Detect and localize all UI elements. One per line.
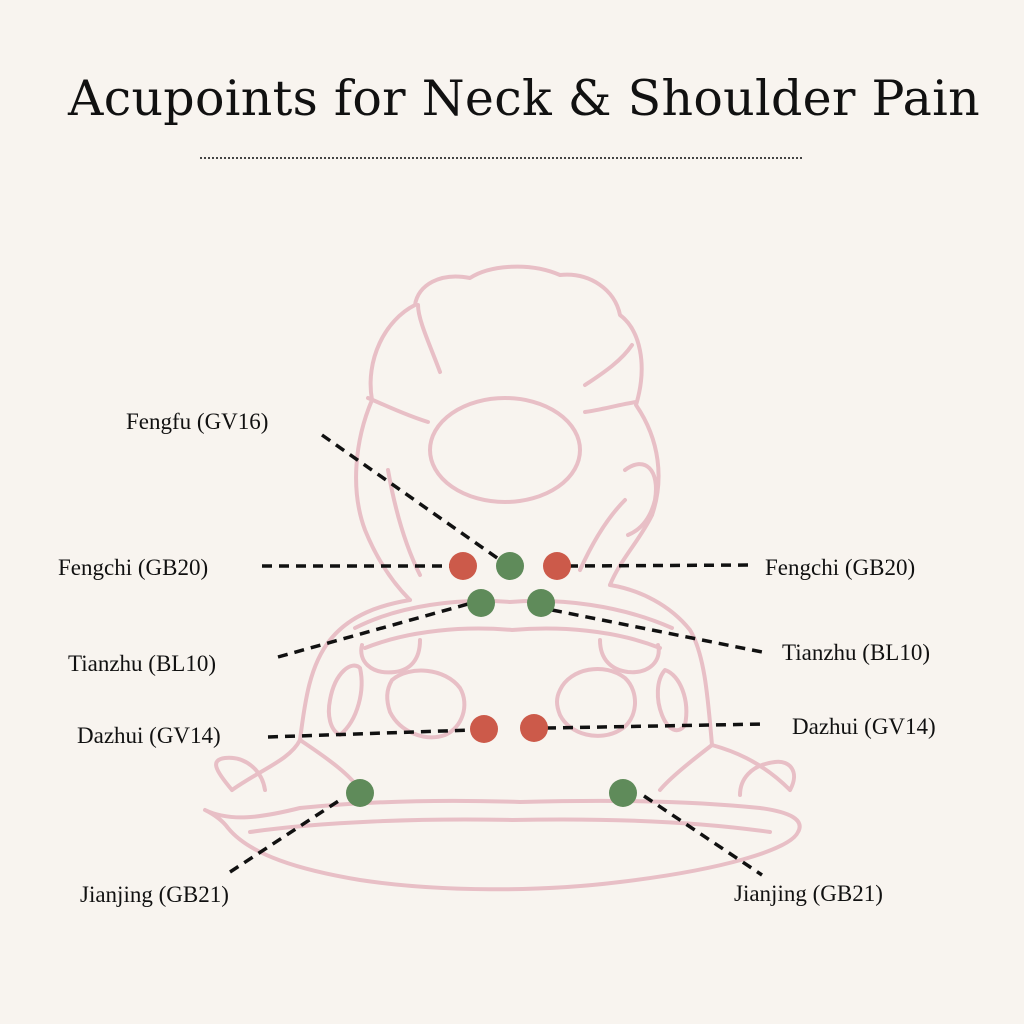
label-tianzhu-left: Tianzhu (BL10) (68, 651, 217, 676)
label-fengchi-right: Fengchi (GB20) (765, 555, 916, 580)
hair-strand (366, 396, 430, 424)
arm-left (214, 755, 267, 792)
point-fengfu[interactable] (496, 552, 524, 580)
label-jianjing-right: Jianjing (GB21) (734, 881, 883, 906)
leader-jianjing-right (643, 794, 763, 877)
trapezius-right (598, 638, 661, 675)
torso-inner (248, 817, 772, 834)
leader-fengfu (320, 433, 502, 562)
point-dazhui-right[interactable] (520, 714, 548, 742)
label-fengchi-left: Fengchi (GB20) (58, 555, 209, 580)
title-divider (200, 157, 802, 159)
shoulder-line-left (230, 598, 412, 792)
deltoid-right (655, 668, 689, 733)
trapezius-left (359, 638, 422, 675)
back-line-right (658, 743, 714, 792)
acupoint-markers (346, 552, 637, 807)
scapula-right (555, 666, 638, 738)
hair-strand (416, 303, 442, 374)
hair-strand (583, 343, 634, 387)
leader-dazhui-right (545, 722, 766, 730)
leader-lines (229, 433, 766, 877)
arm-right (738, 759, 796, 797)
torso-base (203, 798, 802, 892)
point-fengchi-left[interactable] (449, 552, 477, 580)
occipital-oval (428, 396, 582, 504)
collar-band-inner (363, 626, 662, 650)
leader-fengchi-right (567, 563, 753, 568)
scapula-left (385, 668, 467, 740)
label-fengfu: Fengfu (GV16) (126, 409, 269, 434)
point-tianzhu-right[interactable] (527, 589, 555, 617)
deltoid-left (326, 663, 364, 737)
label-dazhui-right: Dazhui (GV14) (792, 714, 936, 739)
point-jianjing-left[interactable] (346, 779, 374, 807)
shoulder-line-right (608, 583, 792, 792)
leader-dazhui-left (267, 728, 473, 739)
neck-left (354, 398, 412, 602)
neck-right (608, 513, 654, 587)
body-outline (203, 264, 802, 892)
point-fengchi-right[interactable] (543, 552, 571, 580)
neck-inner-right (578, 498, 627, 572)
hair-strand (583, 400, 638, 414)
page-title: Acupoints for Neck & Shoulder Pain (68, 70, 980, 127)
collar-band (353, 598, 674, 630)
label-jianjing-left: Jianjing (GB21) (80, 882, 229, 907)
point-tianzhu-left[interactable] (467, 589, 495, 617)
leader-jianjing-left (229, 798, 341, 874)
point-dazhui-left[interactable] (470, 715, 498, 743)
ear-right (623, 462, 658, 537)
head-outline (368, 264, 661, 517)
label-tianzhu-right: Tianzhu (BL10) (782, 640, 931, 665)
point-jianjing-right[interactable] (609, 779, 637, 807)
label-dazhui-left: Dazhui (GV14) (77, 723, 221, 748)
leader-tianzhu-right (551, 608, 763, 654)
